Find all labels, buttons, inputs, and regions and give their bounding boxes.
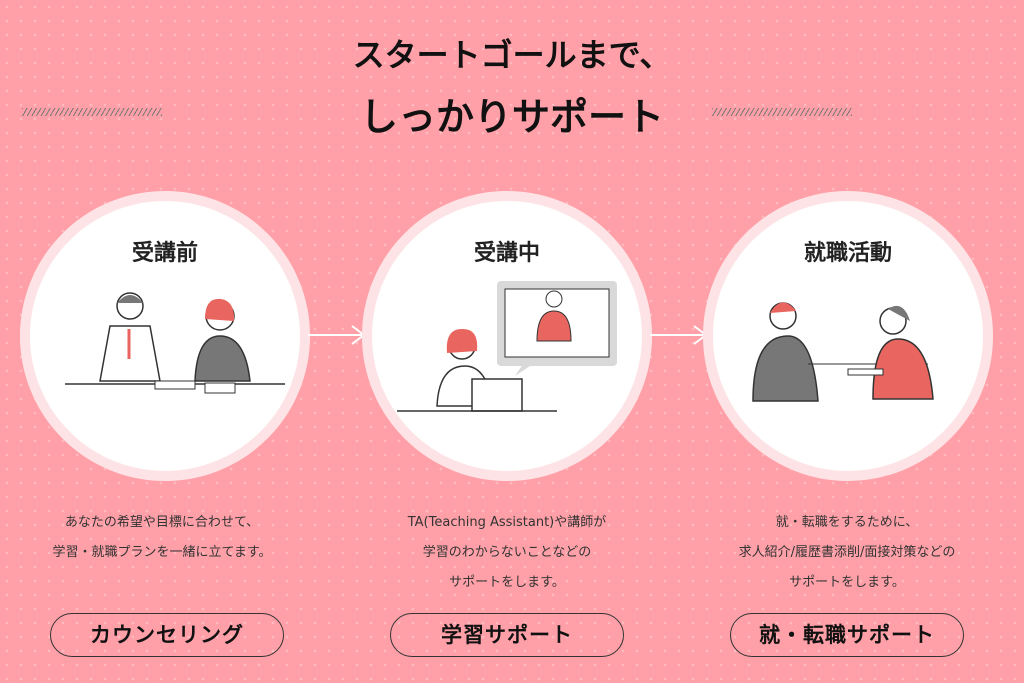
step-before-course: 受講前 <box>20 191 310 481</box>
step-description: 就・転職をするために、 求人紹介/履歴書添削/面接対策などの サポートをします。 <box>697 508 997 598</box>
lesson-illustration <box>397 281 617 412</box>
arrow-right-icon <box>650 325 708 345</box>
heading-line2: しっかりサポート <box>359 95 664 139</box>
counseling-button[interactable]: カウンセリング <box>50 613 284 657</box>
desc-line: 学習のわからないことなどの <box>422 545 592 560</box>
heading-line1: スタートゴールまで、 <box>352 36 672 74</box>
step-title: 受講中 <box>473 241 540 266</box>
step-description: あなたの希望や目標に合わせて、 学習・就職プランを一緒に立てます。 <box>12 508 312 568</box>
step-title: 受講前 <box>131 241 198 266</box>
decorative-hatch-right <box>712 108 852 116</box>
desc-line: サポートをします。 <box>449 575 565 590</box>
desc-line: 求人紹介/履歴書添削/面接対策などの <box>738 545 956 560</box>
desc-line: TA(Teaching Assistant)や講師が <box>407 515 607 530</box>
arrow-right-icon <box>308 325 366 345</box>
learning-support-button[interactable]: 学習サポート <box>390 613 624 657</box>
counseling-illustration <box>65 292 285 394</box>
desc-line: サポートをします。 <box>789 575 905 590</box>
desc-line: あなたの希望や目標に合わせて、 <box>64 515 260 530</box>
step-description: TA(Teaching Assistant)や講師が 学習のわからないことなどの… <box>357 508 657 598</box>
interview-illustration <box>752 302 934 402</box>
decorative-hatch-left <box>22 108 162 116</box>
step-title: 就職活動 <box>803 241 892 266</box>
career-support-button[interactable]: 就・転職サポート <box>730 613 964 657</box>
step-during-course: 受講中 <box>362 191 652 481</box>
step-job-hunting: 就職活動 <box>703 191 993 481</box>
desc-line: 学習・就職プランを一緒に立てます。 <box>52 545 272 560</box>
desc-line: 就・転職をするために、 <box>775 515 919 530</box>
